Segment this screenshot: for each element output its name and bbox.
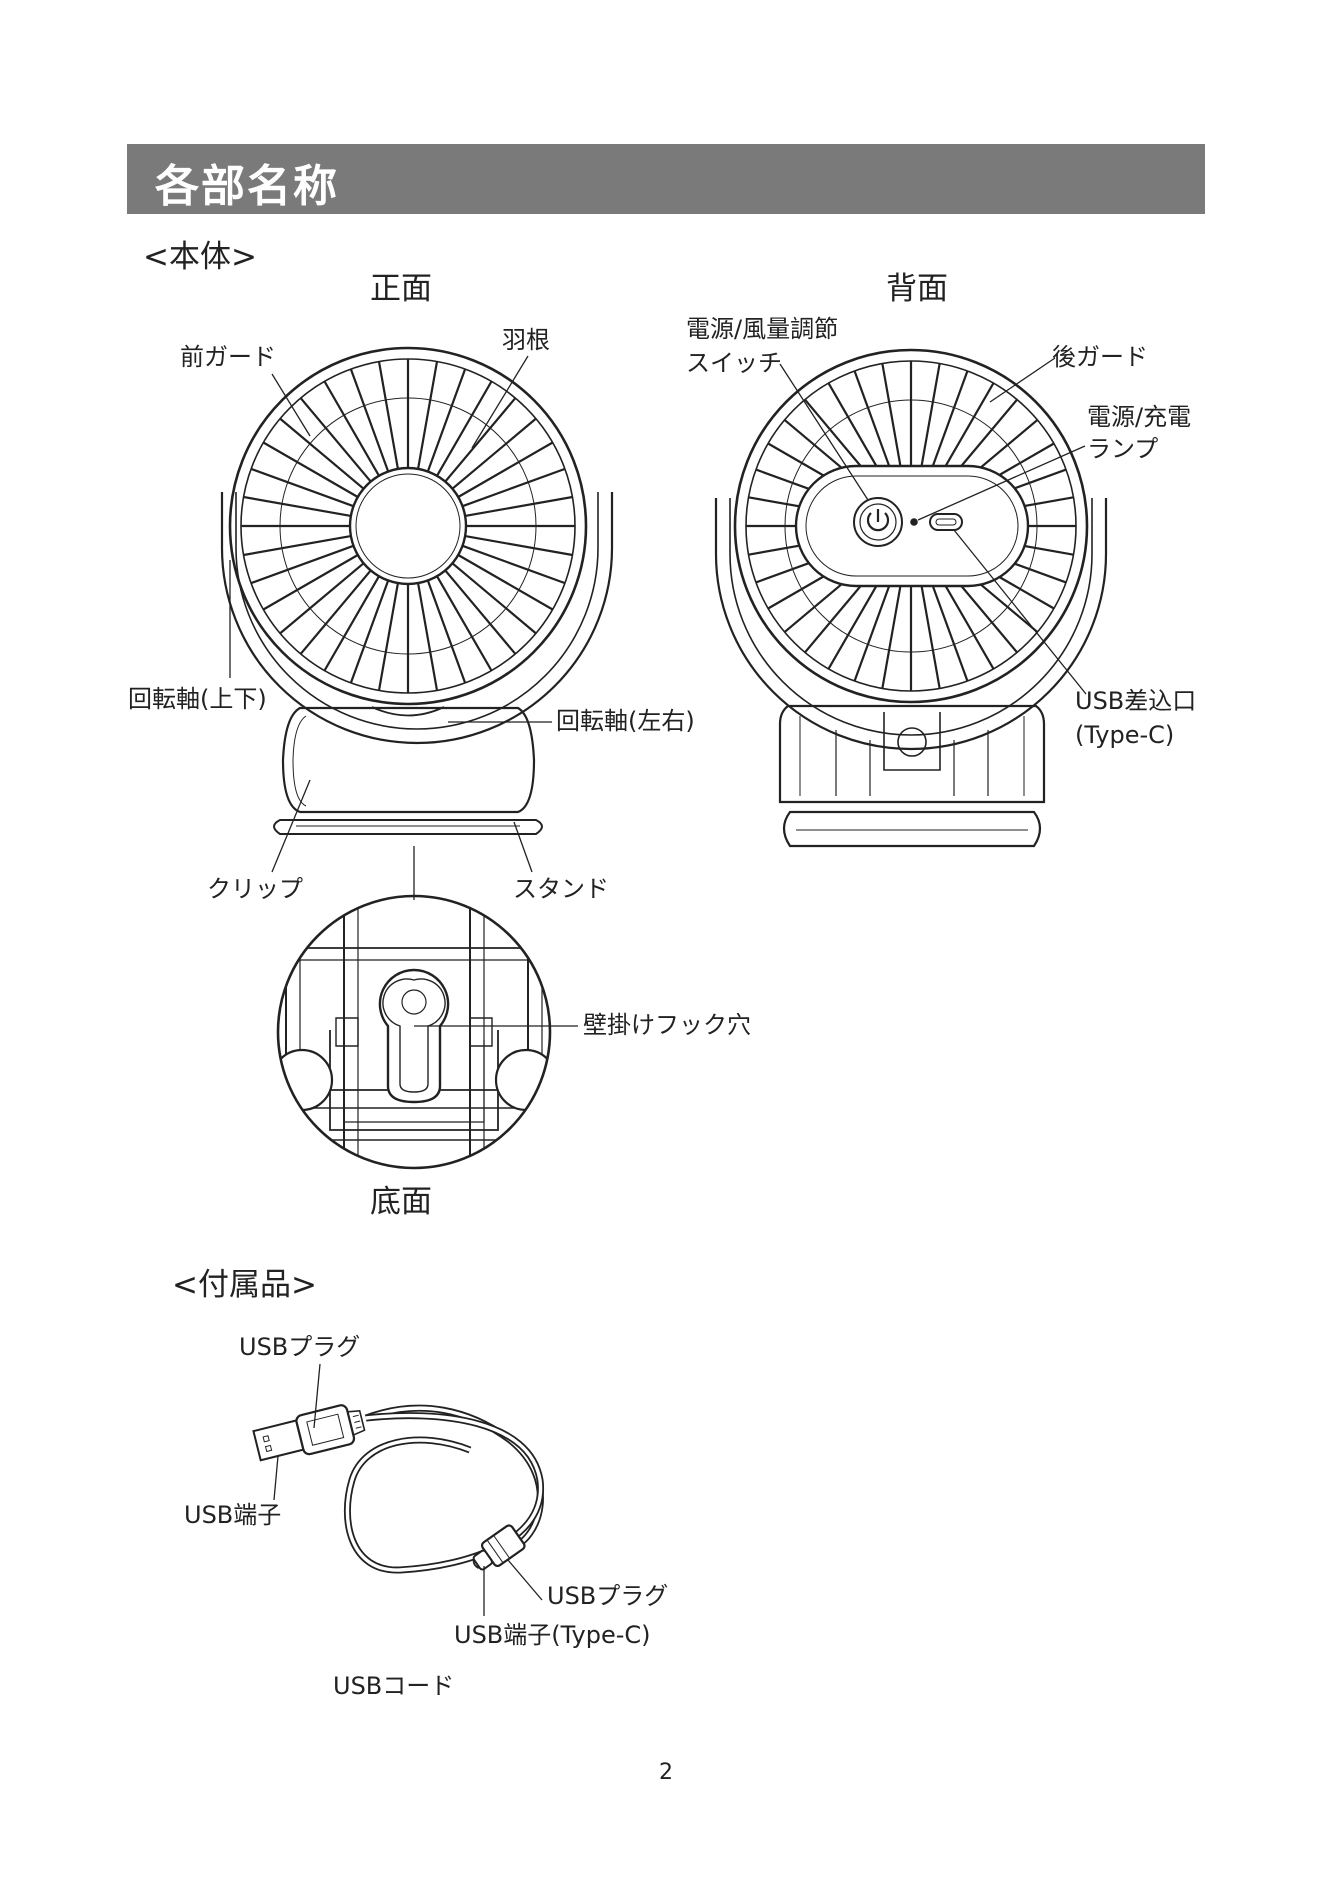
- front-clip-body: [283, 708, 534, 812]
- usb-a-terminal: [253, 1420, 303, 1460]
- bottom-detail-illustration: [270, 896, 578, 1170]
- usb-cord-illustration: [252, 1401, 540, 1575]
- front-hub: [350, 468, 466, 584]
- usb-cord: [366, 1408, 540, 1548]
- charge-lamp: [911, 519, 917, 525]
- back-control-pod: [796, 466, 1028, 586]
- front-fan-illustration: [222, 348, 612, 834]
- back-clip-body: [780, 706, 1044, 802]
- front-stand: [274, 820, 542, 834]
- usb-a-plug: [295, 1404, 355, 1455]
- accessory-leader-lines: [274, 1364, 542, 1616]
- front-clip-inner: [293, 716, 306, 806]
- back-stand: [784, 812, 1040, 846]
- back-fan-illustration: [716, 350, 1106, 846]
